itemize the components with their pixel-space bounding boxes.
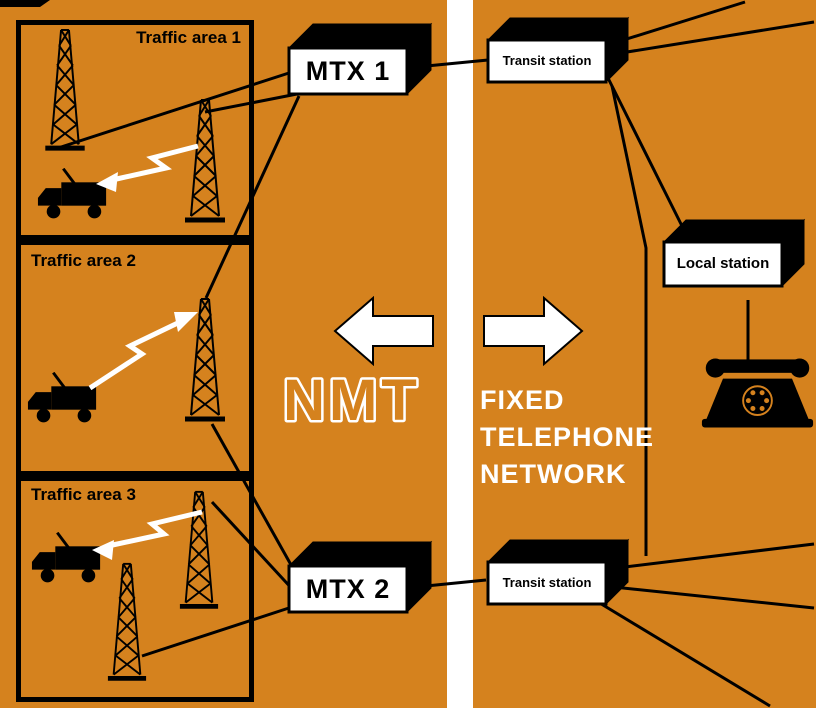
transit-station-bottom-label: Transit station xyxy=(502,575,592,591)
mtx1-node: MTX 1 xyxy=(285,20,435,103)
fixed-network-line1: FIXED xyxy=(480,385,565,415)
radio-tower-icon xyxy=(106,556,148,692)
traffic-area-3-box: Traffic area 3 xyxy=(16,476,254,702)
traffic-area-2-label: Traffic area 2 xyxy=(31,251,136,270)
connection-line xyxy=(210,500,297,594)
connection-line xyxy=(57,70,293,150)
traffic-area-1-box: Traffic area 1 xyxy=(16,20,254,240)
nmt-title-text: NMT xyxy=(283,368,421,433)
network-divider xyxy=(447,0,473,708)
connection-line xyxy=(210,423,297,573)
mobile-truck-icon xyxy=(30,532,102,584)
mtx2-node: MTX 2 xyxy=(285,538,435,621)
connection-line xyxy=(603,584,815,610)
local-station-node: Local station xyxy=(660,216,810,295)
radio-tower-icon xyxy=(36,28,94,156)
connection-line xyxy=(601,20,815,58)
station-box-3d xyxy=(486,538,630,606)
corner-artifact xyxy=(0,0,50,7)
connection-line xyxy=(597,600,771,708)
station-box-3d xyxy=(287,540,433,614)
fixed-network-title: FIXED TELEPHONE NETWORK xyxy=(480,382,654,493)
connection-line xyxy=(141,604,296,658)
connection-line xyxy=(610,85,648,556)
radio-tower-icon xyxy=(183,96,227,230)
nmt-title: NMT xyxy=(281,366,421,436)
traffic-area-3-label: Traffic area 3 xyxy=(31,485,136,504)
telephone-icon xyxy=(700,357,815,429)
arrow-left-icon xyxy=(333,296,434,366)
transit-station-top-label: Transit station xyxy=(502,53,592,69)
local-station-label: Local station xyxy=(676,255,770,273)
connection-line xyxy=(599,542,815,572)
transit-station-bottom-node: Transit station xyxy=(484,536,634,613)
mobile-truck-icon xyxy=(26,372,98,424)
mtx1-label: MTX 1 xyxy=(305,55,391,86)
station-box-3d xyxy=(287,22,433,96)
radio-tower-icon xyxy=(183,292,227,432)
fixed-network-line2: TELEPHONE xyxy=(480,422,655,452)
fixed-network-line3: NETWORK xyxy=(480,459,627,489)
connection-line xyxy=(604,73,690,239)
traffic-area-1-label: Traffic area 1 xyxy=(136,28,241,47)
arrow-right-icon xyxy=(483,296,584,366)
radio-tower-icon xyxy=(178,486,220,618)
traffic-area-2-box: Traffic area 2 xyxy=(16,240,254,476)
mobile-truck-icon xyxy=(36,168,108,220)
connection-line xyxy=(204,92,298,114)
station-box-3d xyxy=(486,16,630,84)
transit-station-top-node: Transit station xyxy=(484,14,634,91)
station-box-3d xyxy=(662,218,806,288)
connection-line xyxy=(204,95,301,299)
mtx2-label: MTX 2 xyxy=(305,573,391,604)
